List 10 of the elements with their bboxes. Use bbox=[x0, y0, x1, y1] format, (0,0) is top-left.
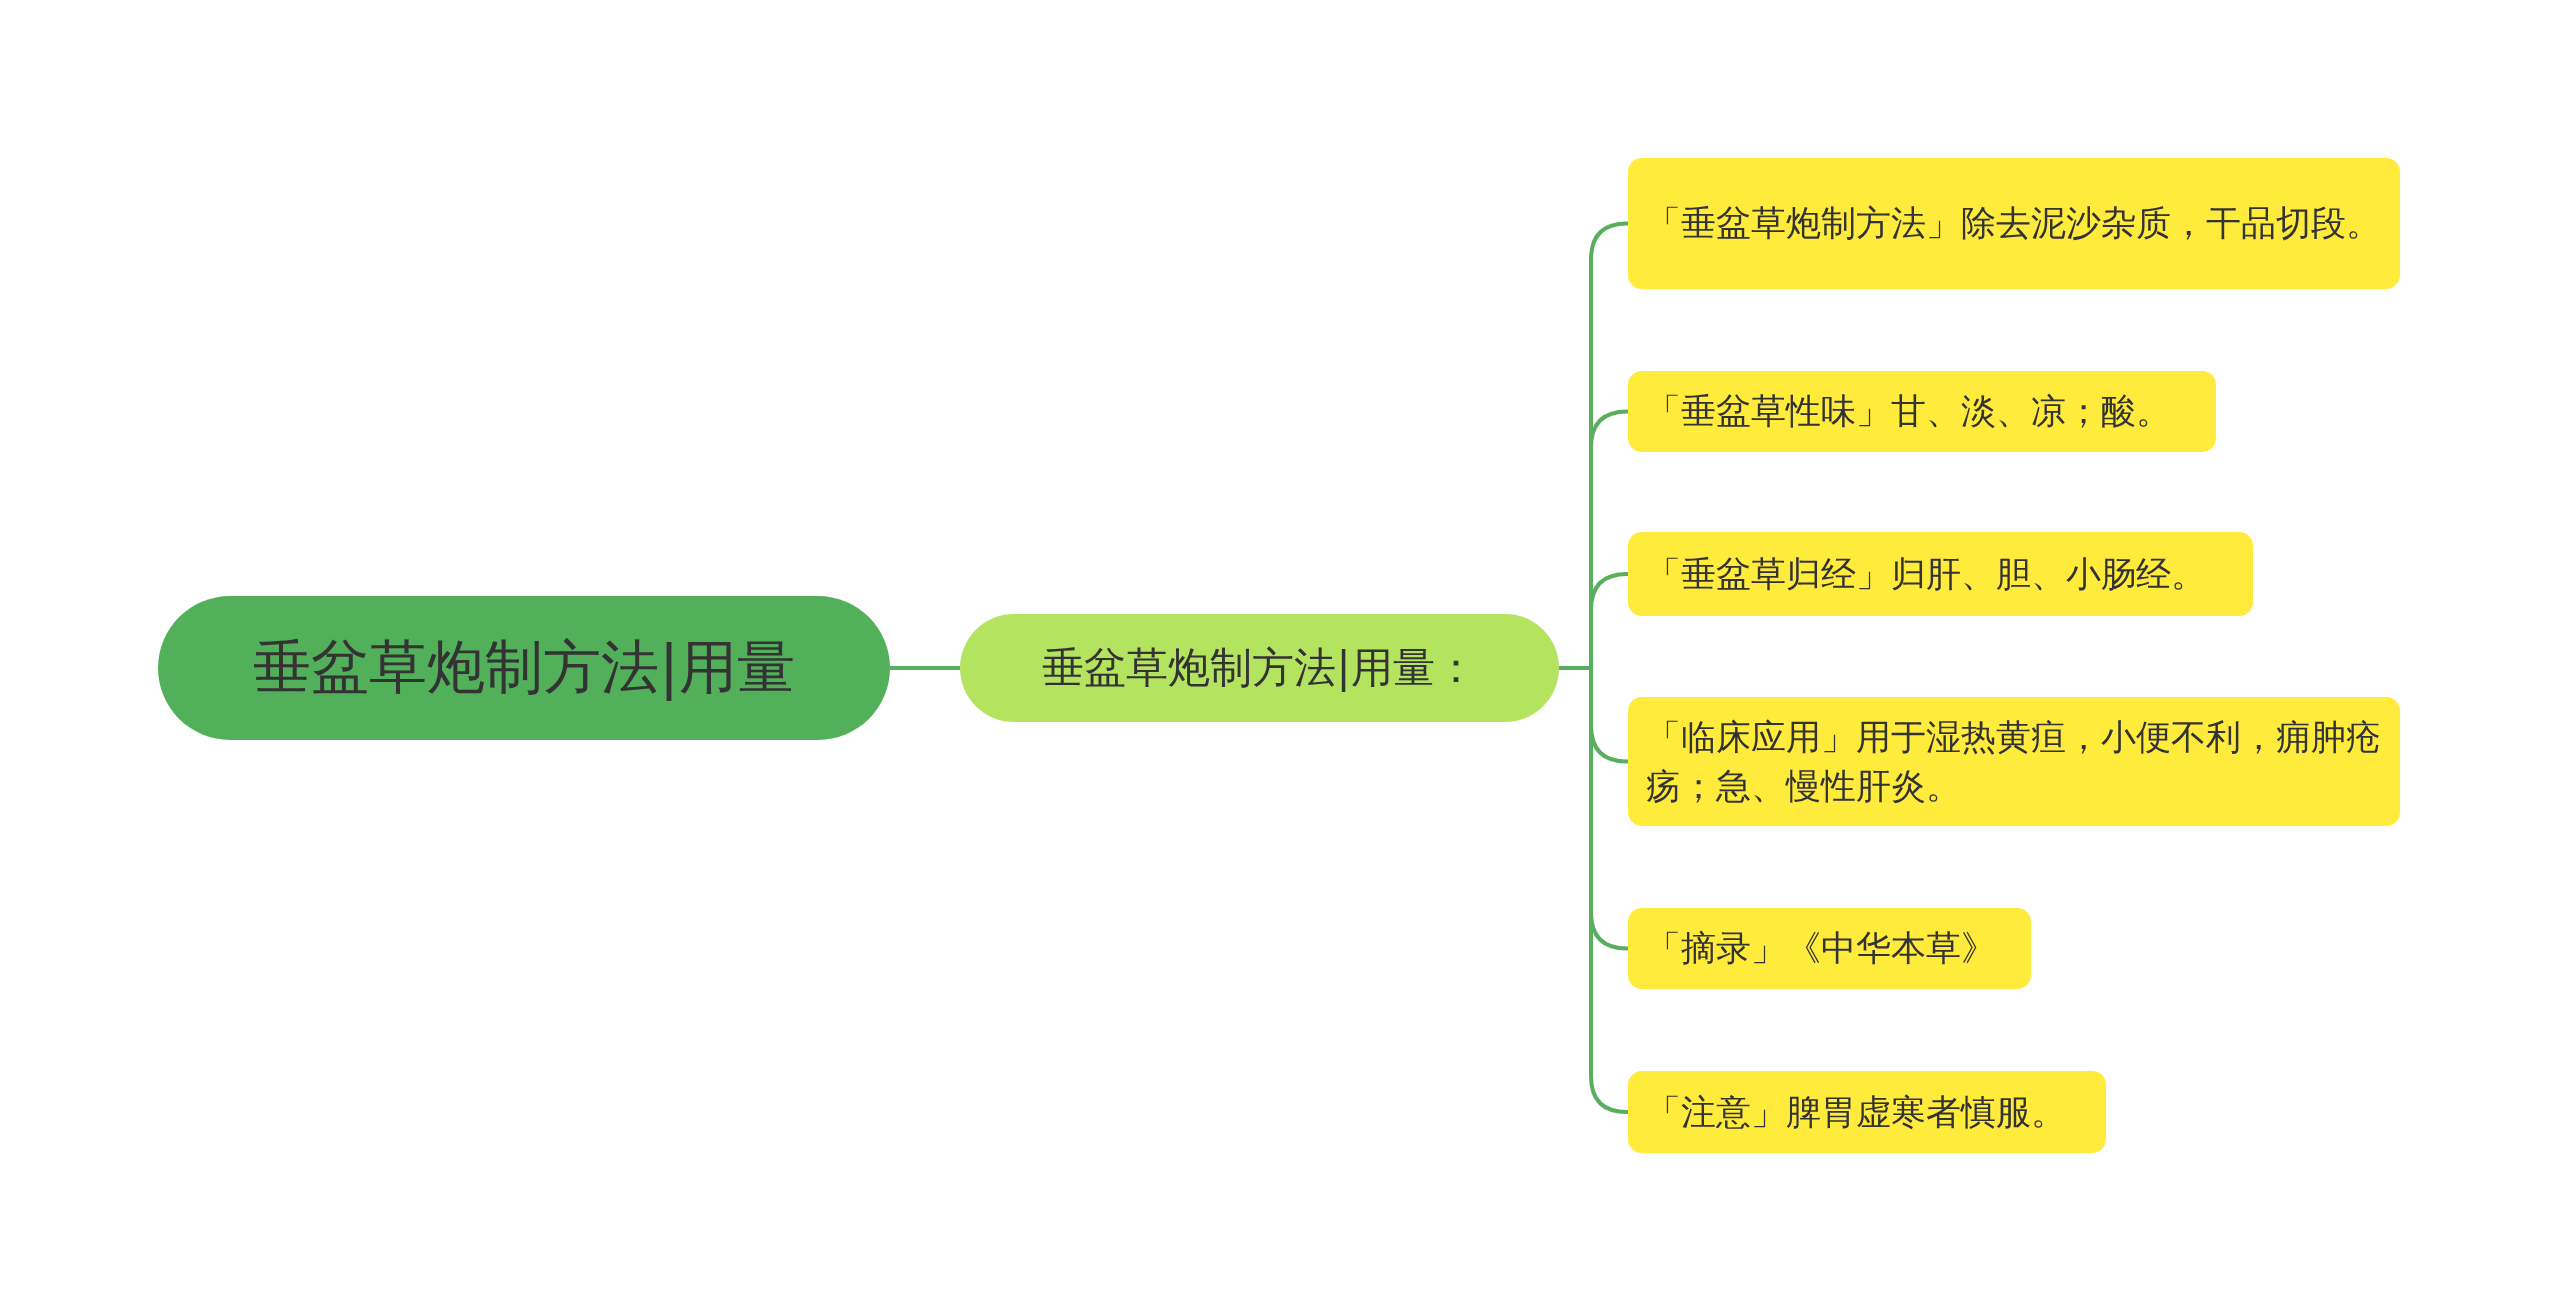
note-box: 「临床应用」用于湿热黄疸，小便不利，痈肿疮疡；急、慢性肝炎。 bbox=[1628, 697, 2400, 826]
note-box: 「垂盆草炮制方法」除去泥沙杂质，干品切段。 bbox=[1628, 158, 2400, 289]
note-box: 「注意」脾胃虚寒者慎服。 bbox=[1628, 1071, 2106, 1153]
connector-line bbox=[890, 666, 960, 670]
subtopic-box: 垂盆草炮制方法|用量： bbox=[960, 614, 1559, 722]
note-box: 「垂盆草性味」甘、淡、凉；酸。 bbox=[1628, 371, 2216, 452]
note-box: 「垂盆草归经」归肝、胆、小肠经。 bbox=[1628, 532, 2253, 616]
main-topic-box: 垂盆草炮制方法|用量 bbox=[158, 596, 890, 740]
note-box: 「摘录」《中华本草》 bbox=[1628, 908, 2031, 989]
connector-line bbox=[1559, 666, 1629, 1114]
